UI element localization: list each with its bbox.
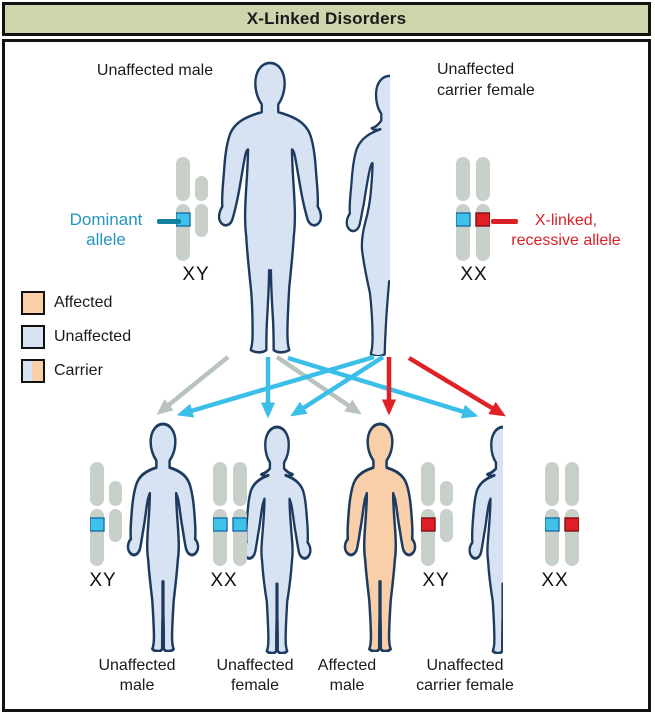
mother-karyotype: XX [460,264,488,285]
mother-label: Unaffected carrier female [437,61,535,99]
arrow-mother-to-son1 [176,354,375,418]
child3-figure [343,422,417,652]
child4-karyotype: XX [541,570,569,591]
legend-item-carrier: Carrier [21,359,103,383]
legend-label: Unaffected [54,328,132,345]
arrow-father-to-son2 [275,355,362,415]
arrow-mother-to-daughter1 [290,355,385,417]
carrier-swatch [21,359,45,383]
arrow-mother-to-daughter2 [407,356,506,417]
diagram-frame [2,39,651,712]
child4-figure [463,425,543,654]
affected-swatch [21,291,45,315]
inheritance-arrows [156,354,506,419]
chromosome-pair-father [176,157,208,261]
dominant-allele-marker [232,517,247,532]
child2-figure [242,425,312,654]
recessive-allele-marker [564,517,579,532]
recessive-allele-label: X-linked, recessive allele [511,212,621,249]
mother-figure [342,73,438,356]
chromosome-pair-child4 [545,462,579,566]
title-bar: X-Linked Disorders [2,2,651,36]
child1-karyotype: XY [89,570,117,591]
child4-label: Unaffected carrier female [416,657,514,694]
recessive-allele-pointer [491,219,518,224]
legend-label: Affected [54,294,113,311]
recessive-allele-marker [475,212,490,227]
dominant-allele-marker [213,517,228,532]
dominant-allele-pointer [157,219,181,224]
dominant-allele-marker [545,517,560,532]
legend-item-unaffected: Unaffected [21,325,131,349]
legend-label: Carrier [54,362,103,379]
page-title: X-Linked Disorders [246,9,407,28]
dominant-allele-label: Dominant allele [69,210,143,249]
father-karyotype: XY [182,264,210,285]
dominant-allele-marker [90,517,105,532]
recessive-allele-marker [421,517,436,532]
chromosome-pair-child3 [421,462,453,566]
arrow-father-to-son1 [156,355,230,415]
child2-label: Unaffected female [216,657,294,694]
chromosome-pair-child2 [213,462,247,566]
unaffected-swatch [21,325,45,349]
child2-karyotype: XX [210,570,238,591]
chromosome-pair-child1 [90,462,122,566]
child1-label: Unaffected male [98,657,176,694]
father-figure [217,61,323,354]
child3-label: Affected male [317,657,377,694]
dominant-allele-marker [456,212,471,227]
legend-item-affected: Affected [21,291,112,315]
father-label: Unaffected male [96,62,214,79]
chromosome-pair-mother [456,157,490,261]
child3-karyotype: XY [422,570,450,591]
child1-figure [126,422,200,652]
arrow-father-to-daughter2 [287,355,479,419]
